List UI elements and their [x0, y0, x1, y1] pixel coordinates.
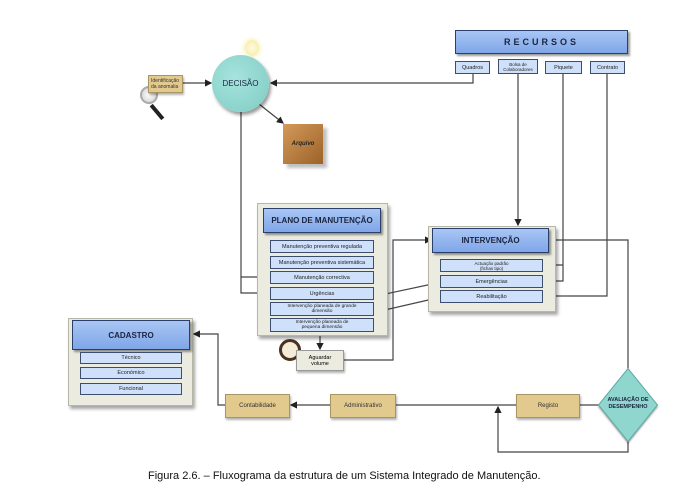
plano-header: PLANO DE MANUTENÇÃO: [263, 208, 381, 233]
recurso-piquete: Piquete: [545, 61, 582, 74]
cadastro-item: Técnico: [80, 352, 182, 364]
cadastro-item: Económico: [80, 367, 182, 379]
cadastro-header: CADASTRO: [72, 320, 190, 350]
identificacao-box: Identificação da anomalia: [148, 75, 183, 93]
recurso-bolsa: Bolsa de Colaboradores: [498, 59, 538, 74]
arquivo-box-icon: Arquivo: [283, 124, 323, 164]
aguardar-box: Aguardar volume: [296, 350, 344, 371]
figure-caption: Figura 2.6. – Fluxograma da estrutura de…: [148, 470, 541, 482]
arquivo-label: Arquivo: [291, 141, 315, 147]
decisao-node: DECISÃO: [212, 55, 269, 112]
recurso-quadros: Quadros: [455, 61, 490, 74]
intervencao-item: Reabilitação: [440, 290, 543, 303]
cadastro-item: Funcional: [80, 383, 182, 395]
avaliacao-label: AVALIAÇÃO DE DESEMPENHO: [607, 397, 649, 410]
plano-item: Manutenção preventiva sistemática: [270, 256, 374, 269]
plano-item: Intervenção planeada de grande dimensão: [270, 302, 374, 316]
plano-item: Manutenção preventiva regulada: [270, 240, 374, 253]
contabilidade-box: Contabilidade: [225, 394, 290, 418]
intervencao-header: INTERVENÇÃO: [432, 228, 549, 253]
plano-item: Intervenção planeada de pequena dimensão: [270, 318, 374, 332]
registo-box: Registo: [516, 394, 580, 418]
decisao-label: DECISÃO: [222, 79, 259, 88]
recurso-contrato: Contrato: [590, 61, 625, 74]
lightbulb-icon: [245, 40, 259, 56]
plano-item: Manutenção correctiva: [270, 271, 374, 284]
intervencao-item: Emergências: [440, 275, 543, 288]
plano-item: Urgências: [270, 287, 374, 300]
administrativo-box: Administrativo: [330, 394, 396, 418]
intervencao-item: Actuação padrão (fichas tipo): [440, 259, 543, 272]
recursos-header: RECURSOS: [455, 30, 628, 54]
